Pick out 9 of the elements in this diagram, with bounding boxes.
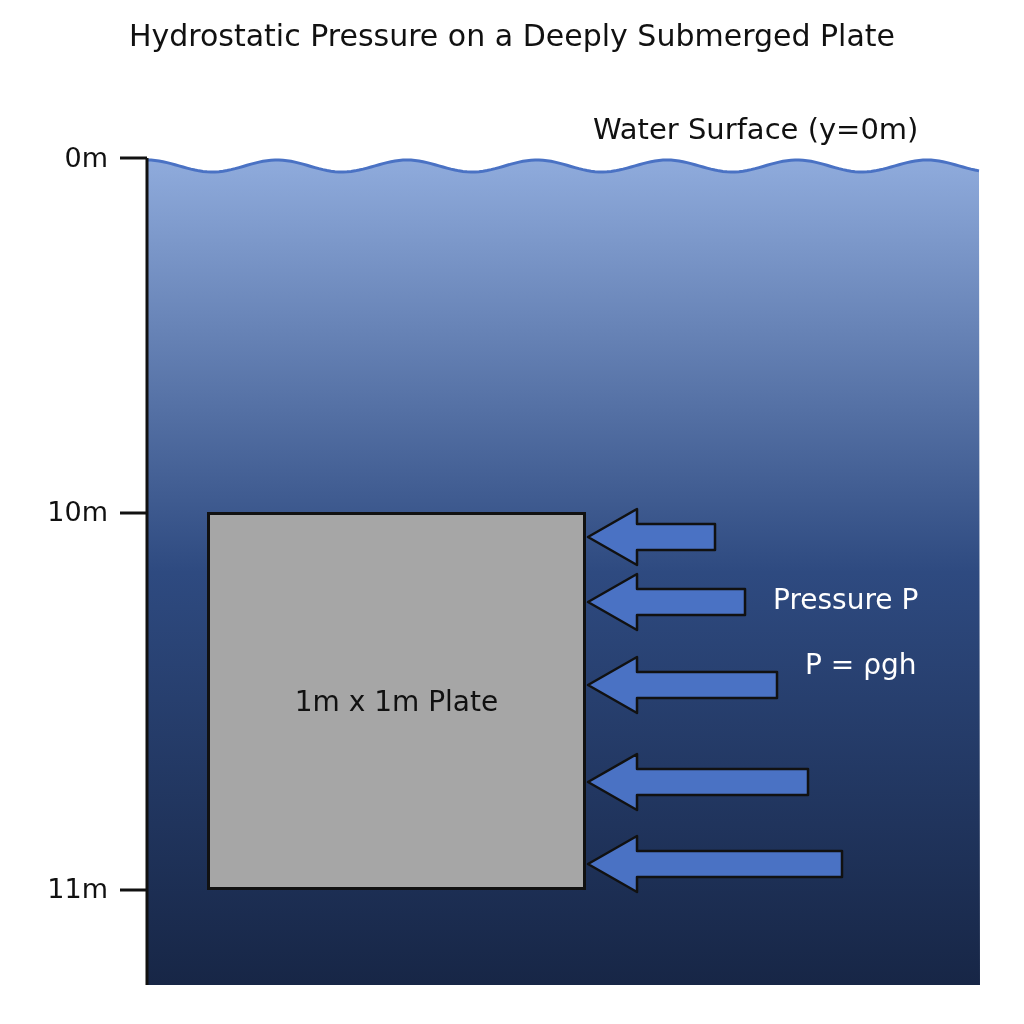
pressure-label: Pressure P [773, 583, 919, 616]
plate-box [207, 512, 586, 890]
diagram-title: Hydrostatic Pressure on a Deeply Submerged Plate [127, 18, 897, 53]
surface-label: Water Surface (y=0m) [593, 112, 919, 146]
depth-label: 10m [47, 496, 108, 527]
depth-label: 0m [64, 142, 108, 173]
plate-label: 1m x 1m Plate [294, 684, 499, 718]
depth-label: 11m [47, 873, 108, 904]
formula-label: P = ρgh [805, 648, 917, 681]
